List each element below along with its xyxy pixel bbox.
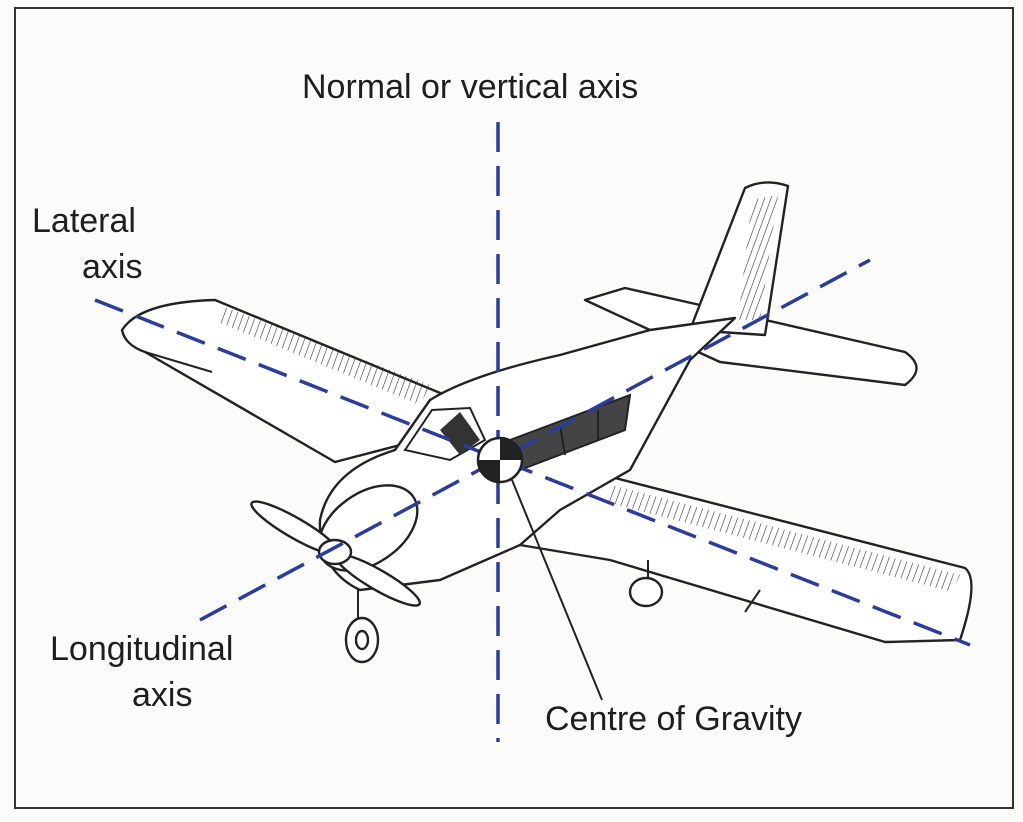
lateral-axis-label-line1: Lateral [32, 202, 136, 240]
main-wheel [628, 576, 664, 608]
left-wing-flap-hatching [218, 307, 430, 405]
airplane [120, 181, 973, 664]
centre-of-gravity-symbol [476, 436, 524, 484]
cg-quadrant-lower [478, 460, 500, 482]
right-wing-flap-hatching [606, 485, 960, 592]
right-wing-panel-line [744, 589, 761, 613]
horizontal-stabilizer [583, 286, 918, 387]
window-frames [559, 410, 599, 456]
longitudinal-axis-label-line1: Longitudinal [50, 630, 233, 668]
spinner [317, 538, 353, 566]
cg-quadrant-upper [500, 438, 522, 460]
lateral-axis-line [94, 298, 971, 647]
propeller [250, 500, 422, 607]
left-wing [120, 298, 447, 464]
longitudinal-axis-line [199, 258, 871, 622]
diagram-border [14, 7, 1014, 809]
windscreen-shade [440, 412, 480, 455]
nose-wheel-hub [354, 629, 370, 651]
longitudinal-axis-label-line2: axis [132, 676, 192, 714]
rudder-hatching [738, 195, 778, 320]
normal-axis-label: Normal or vertical axis [302, 68, 638, 106]
centre-of-gravity-label: Centre of Gravity [545, 700, 802, 738]
left-wing-panel-line [144, 351, 213, 373]
cg-leader-line [511, 479, 603, 701]
lateral-axis-label-line2: axis [82, 248, 142, 286]
